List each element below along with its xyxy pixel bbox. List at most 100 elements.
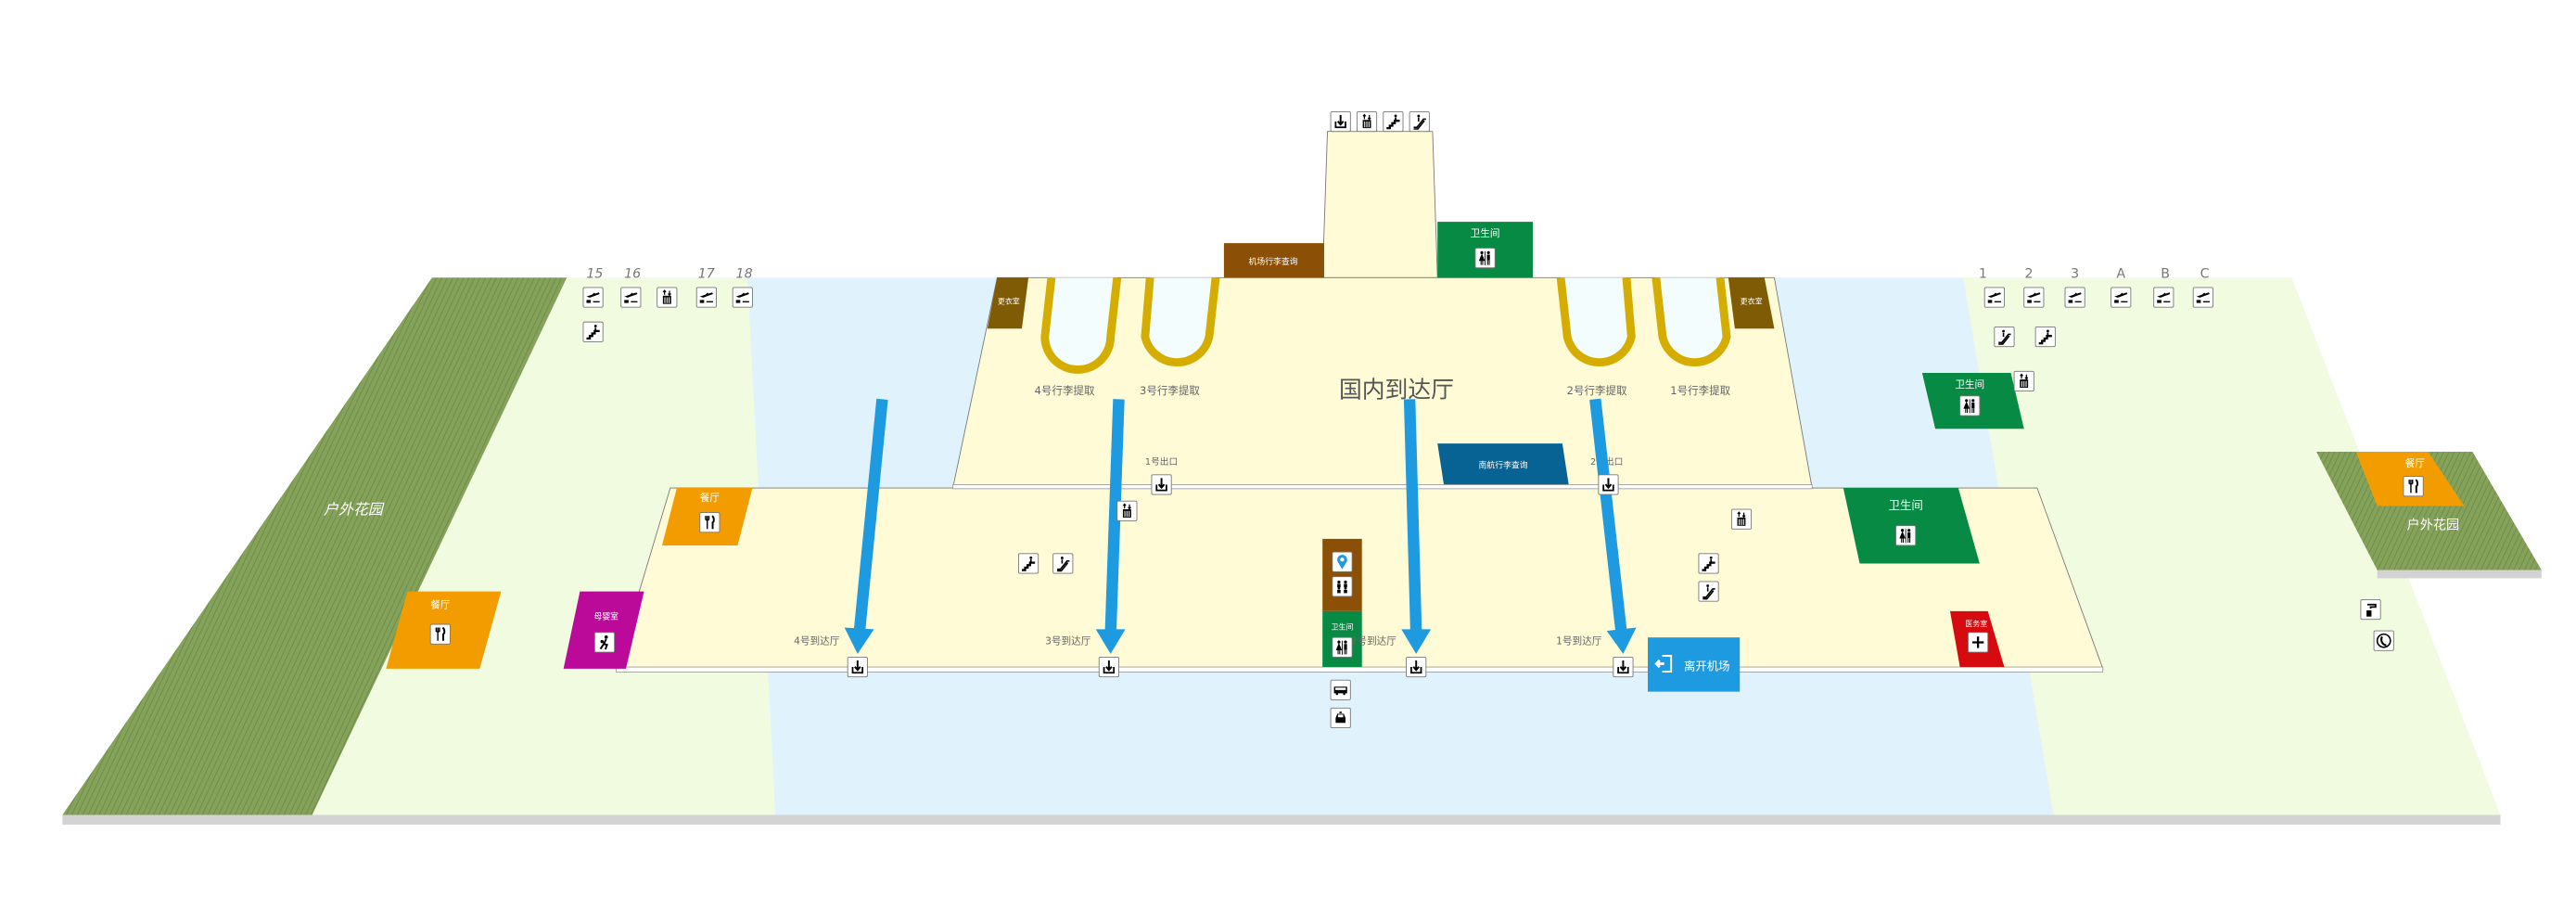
- medical-icon[interactable]: [1968, 632, 1989, 653]
- gate-icon[interactable]: [2023, 287, 2045, 308]
- restroom-icon[interactable]: [1474, 247, 1496, 269]
- nursing-room[interactable]: [563, 591, 644, 669]
- phone-icon[interactable]: [2373, 630, 2394, 651]
- restaurant-lobby-label: 餐厅: [700, 492, 721, 504]
- exit-1-label: 1号出口: [1145, 455, 1178, 468]
- right-walkway: [1963, 277, 2501, 815]
- elevator-icon[interactable]: [1116, 500, 1138, 521]
- baggage-claim-4-label: 4号行李提取: [1035, 384, 1095, 397]
- gate-1-label: 1: [1979, 266, 1987, 281]
- gate-15-label: 15: [586, 266, 603, 281]
- restroom-icon[interactable]: [1895, 525, 1917, 546]
- hall-title: 国内到达厅: [1339, 377, 1454, 404]
- elevator-icon[interactable]: [1356, 110, 1378, 133]
- restroom-right-label: 卫生间: [1955, 378, 1984, 391]
- gate-17-label: 17: [698, 266, 715, 281]
- baggage-carousel-1[interactable]: [1651, 276, 1731, 367]
- escalator-icon[interactable]: [1994, 326, 2015, 348]
- ground-shadow: [62, 814, 2501, 826]
- baggage-carousel-4[interactable]: [1040, 276, 1122, 374]
- escalator-icon[interactable]: [1409, 110, 1430, 133]
- stairs-icon[interactable]: [2034, 326, 2056, 348]
- hall-divider: [952, 484, 1813, 490]
- gate-b-label: B: [2161, 266, 2170, 281]
- baggage-carousel-2[interactable]: [1556, 276, 1636, 367]
- gate-18-label: 18: [736, 266, 753, 281]
- airport-baggage-inquiry-label: 机场行李查询: [1249, 256, 1298, 267]
- exit-icon[interactable]: [1098, 656, 1119, 678]
- gate-3-label: 3: [2071, 266, 2079, 281]
- baggage-claim-3-label: 3号行李提取: [1140, 384, 1200, 397]
- medical-room-label: 医务室: [1965, 619, 1987, 628]
- left-garden-label: 户外花园: [324, 500, 385, 518]
- drinking-water-icon[interactable]: [2360, 598, 2381, 621]
- service-desk[interactable]: [1322, 538, 1362, 611]
- baggage-exit-icon[interactable]: [1330, 110, 1351, 133]
- right-garden-shadow: [2377, 570, 2542, 579]
- baggage-claim-2-label: 2号行李提取: [1567, 384, 1627, 397]
- gate-c-label: C: [2200, 266, 2210, 281]
- restaurant-icon[interactable]: [699, 512, 721, 533]
- elevator-icon[interactable]: [1730, 508, 1753, 530]
- csair-baggage-inquiry[interactable]: [1437, 443, 1569, 487]
- baggage-claim-1-label: 1号行李提取: [1670, 384, 1730, 397]
- gate-icon[interactable]: [2192, 287, 2213, 308]
- exit-icon[interactable]: [1598, 474, 1619, 495]
- stairs-icon[interactable]: [1698, 553, 1719, 574]
- gate-icon[interactable]: [695, 287, 717, 308]
- escalator-icon[interactable]: [1698, 581, 1719, 602]
- gate-a-label: A: [2116, 266, 2125, 281]
- left-garden[interactable]: [62, 277, 567, 815]
- service-icon[interactable]: [1332, 576, 1353, 597]
- route-arrow-2: [1401, 399, 1432, 654]
- arrival-hall-2-label: 2号到达厅: [1351, 634, 1397, 647]
- restaurant-icon[interactable]: [429, 623, 451, 645]
- gate-16-label: 16: [624, 266, 641, 281]
- route-arrow-3: [1095, 399, 1126, 654]
- route-arrow-1: [1589, 398, 1637, 654]
- nursing-icon[interactable]: [593, 632, 616, 653]
- bus-icon[interactable]: [1330, 679, 1351, 700]
- escalator-icon[interactable]: [1052, 553, 1074, 574]
- map-icons: [429, 110, 2424, 729]
- gate-icon[interactable]: [2153, 287, 2174, 308]
- exit-icon[interactable]: [1151, 474, 1172, 495]
- changing-room-left[interactable]: [987, 277, 1029, 329]
- leave-airport-button[interactable]: 离开机场: [1647, 637, 1741, 692]
- changing-room-right[interactable]: [1728, 277, 1775, 329]
- gate-2-label: 2: [2025, 266, 2034, 281]
- gate-icon[interactable]: [620, 287, 642, 308]
- restroom-center-label: 卫生间: [1332, 621, 1354, 631]
- restroom-icon[interactable]: [1332, 636, 1353, 658]
- restroom-icon[interactable]: [1959, 395, 1981, 416]
- stairs-icon[interactable]: [1383, 110, 1404, 133]
- gate-icon[interactable]: [2064, 287, 2085, 308]
- lobby-front-edge: [616, 666, 2104, 673]
- gate-icon[interactable]: [582, 287, 604, 308]
- changing-room-right-label: 更衣室: [1741, 297, 1763, 306]
- restaurant-icon[interactable]: [2403, 476, 2424, 497]
- right-garden-label: 户外花园: [2407, 517, 2460, 532]
- arrival-hall-3-label: 3号到达厅: [1045, 634, 1091, 647]
- stairs-icon[interactable]: [1018, 553, 1039, 574]
- gate-icon[interactable]: [1983, 287, 2005, 308]
- taxi-icon[interactable]: [1330, 707, 1351, 729]
- baggage-carousel-3[interactable]: [1141, 276, 1220, 367]
- exit-icon[interactable]: [847, 656, 868, 678]
- elevator-icon[interactable]: [2013, 370, 2034, 391]
- restroom-east-label: 卫生间: [1889, 498, 1923, 512]
- changing-room-left-label: 更衣室: [998, 297, 1020, 306]
- csair-baggage-inquiry-label: 南航行李查询: [1479, 460, 1528, 471]
- north-corridor[interactable]: [1321, 131, 1438, 278]
- airport-baggage-inquiry[interactable]: [1223, 243, 1324, 278]
- gate-icon[interactable]: [732, 287, 753, 308]
- exit-icon[interactable]: [1406, 656, 1427, 678]
- elevator-icon[interactable]: [657, 287, 678, 308]
- information-icon[interactable]: [1332, 551, 1353, 572]
- restaurant-left-label: 餐厅: [430, 598, 451, 610]
- gate-icon[interactable]: [2111, 287, 2132, 308]
- stairs-icon[interactable]: [582, 321, 604, 342]
- exit-icon[interactable]: [1613, 656, 1634, 678]
- arrival-hall-1-label: 1号到达厅: [1556, 634, 1602, 647]
